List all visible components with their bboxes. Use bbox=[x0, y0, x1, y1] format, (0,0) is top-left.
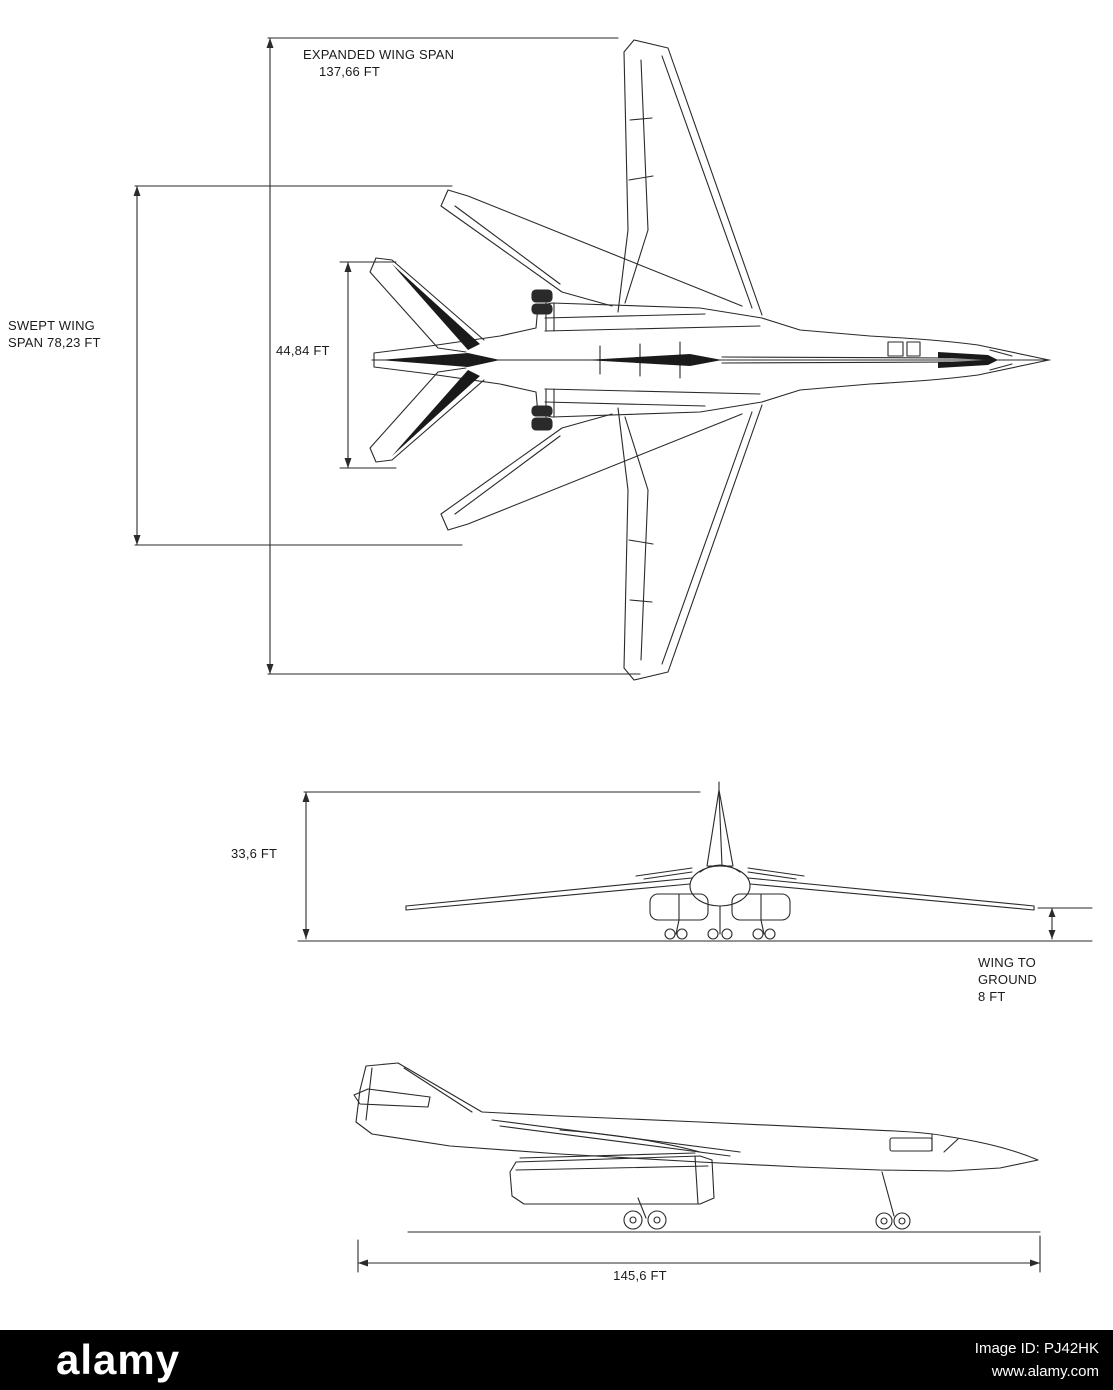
dim-label-swept-wing-span-line1: SWEPT WING bbox=[8, 318, 95, 333]
dim-label-expanded-wing-span-line1: EXPANDED WING SPAN bbox=[303, 47, 455, 62]
aircraft-three-view-drawing bbox=[133, 37, 1093, 1273]
watermark-bar: alamy Image ID: PJ42HK www.alamy.com bbox=[0, 1330, 1113, 1390]
dim-label-overall-length: 145,6 FT bbox=[613, 1268, 667, 1283]
dim-label-wing-to-ground: WING TO GROUND 8 FT bbox=[978, 955, 1037, 1006]
front-view bbox=[297, 781, 1043, 942]
dim-tail-span bbox=[339, 261, 397, 469]
side-view bbox=[353, 1062, 1041, 1233]
dim-label-height: 33,6 FT bbox=[231, 846, 278, 861]
watermark-url: www.alamy.com bbox=[991, 1363, 1099, 1380]
top-plan-view bbox=[369, 39, 1051, 681]
dim-label-wing-to-ground-line3: 8 FT bbox=[978, 988, 1006, 1004]
dim-height bbox=[302, 791, 701, 940]
dim-label-swept-wing-span-line2: SPAN 78,23 FT bbox=[8, 334, 101, 350]
dim-swept-wing-span bbox=[133, 185, 463, 546]
dim-label-swept-wing-span: SWEPT WING SPAN 78,23 FT bbox=[8, 318, 101, 352]
alamy-logo: alamy bbox=[56, 1336, 181, 1383]
dim-overall-length bbox=[357, 1235, 1041, 1273]
dim-label-tail-span: 44,84 FT bbox=[276, 343, 330, 358]
dim-label-wing-to-ground-line1: WING TO bbox=[978, 955, 1036, 970]
dim-label-wing-to-ground-line2: GROUND bbox=[978, 971, 1037, 987]
dim-expanded-wing-span bbox=[266, 37, 641, 675]
dim-label-expanded-wing-span-line2: 137,66 FT bbox=[319, 63, 381, 79]
watermark-image-id: Image ID: PJ42HK bbox=[974, 1339, 1099, 1357]
watermark-meta: Image ID: PJ42HK www.alamy.com bbox=[975, 1337, 1099, 1384]
dim-label-expanded-wing-span: EXPANDED WING SPAN 137,66 FT bbox=[303, 47, 454, 81]
dim-wing-to-ground bbox=[1037, 907, 1093, 942]
